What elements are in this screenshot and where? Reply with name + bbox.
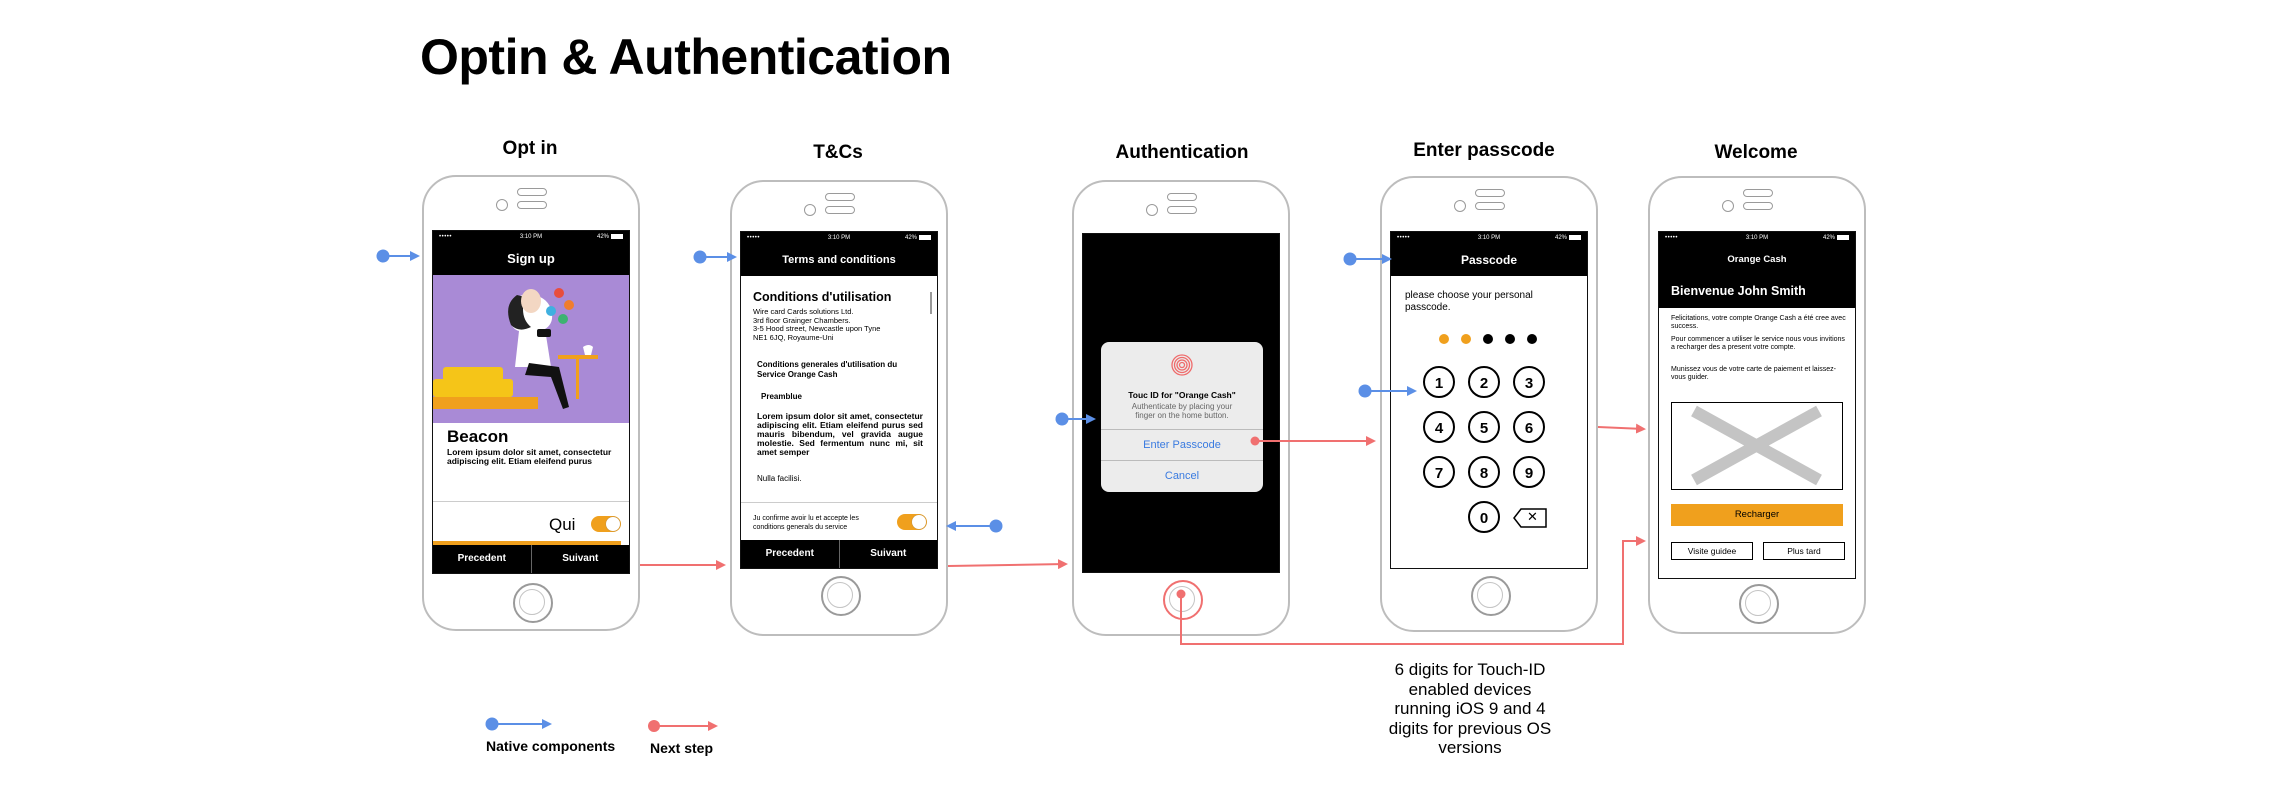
legend-next-swatch [648,720,716,732]
native-arrow [377,250,419,263]
legend-native-swatch [486,718,551,731]
next-step-arrow [1598,427,1644,429]
native-arrow [1344,253,1391,266]
next-step-arrow [1251,437,1375,446]
legend-native-label: Native components [486,738,615,754]
next-step-arrow [948,564,1066,566]
native-arrow [1056,413,1095,426]
native-arrow [694,251,736,264]
next-step-arrow [1177,541,1645,644]
legend-next-label: Next step [650,740,713,756]
native-arrow [948,520,1003,533]
native-arrow [1359,385,1416,398]
passcode-note: 6 digits for Touch-ID enabled devices ru… [1380,660,1560,758]
